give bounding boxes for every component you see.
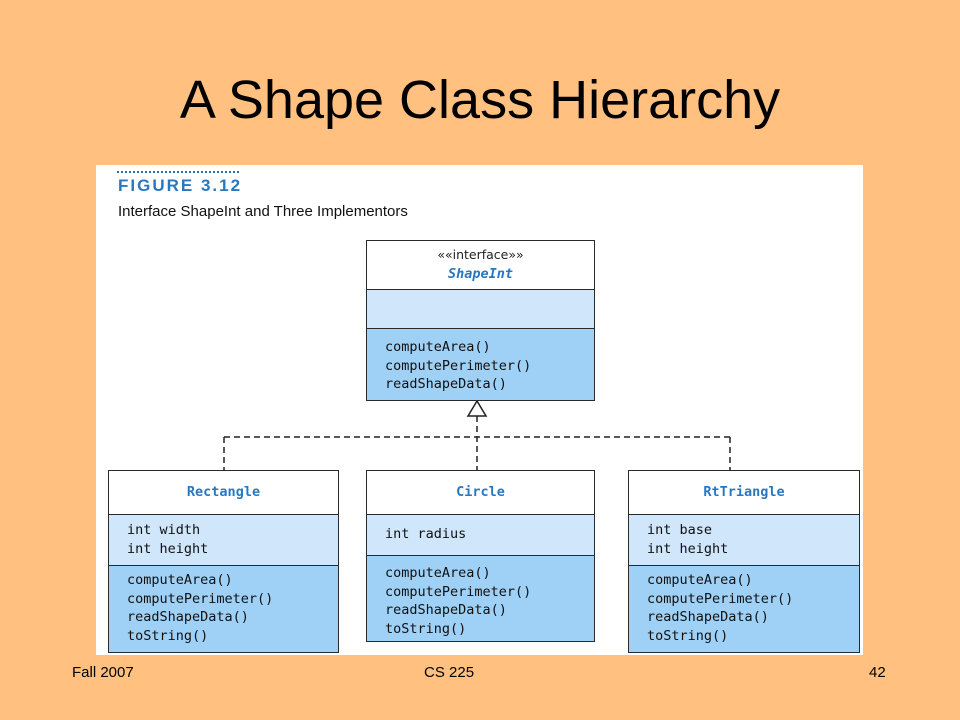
class-header: Circle: [367, 471, 594, 514]
interface-stereotype: ««interface»»: [437, 247, 524, 262]
class-box-rectangle: Rectangle int width int height computeAr…: [108, 470, 339, 653]
class-name: RtTriangle: [703, 484, 785, 500]
class-attributes: int width int height: [109, 514, 338, 565]
class-name: Circle: [456, 484, 505, 500]
interface-box-shapeint: ««interface»» ShapeInt computeArea() com…: [366, 240, 595, 401]
class-method: readShapeData(): [385, 602, 507, 618]
footer-center: CS 225: [424, 664, 475, 681]
class-attribute: int height: [647, 540, 729, 557]
class-method: computePerimeter(): [647, 590, 794, 607]
class-method: computeArea(): [647, 572, 753, 588]
class-method: toString(): [385, 620, 467, 637]
figure-rule: [117, 171, 239, 173]
uml-figure: FIGURE 3.12 Interface ShapeInt and Three…: [96, 165, 863, 655]
class-method: toString(): [647, 627, 729, 644]
class-method: computePerimeter(): [127, 590, 274, 607]
class-attributes: int base int height: [629, 514, 859, 565]
footer-left: Fall 2007: [72, 664, 134, 681]
class-attributes: int radius: [367, 514, 594, 555]
figure-number: FIGURE 3.12: [118, 176, 243, 195]
interface-header: ««interface»» ShapeInt: [367, 241, 594, 289]
class-attribute: int width: [127, 522, 201, 538]
class-methods: computeArea() computePerimeter() readSha…: [629, 565, 859, 652]
class-method: computeArea(): [385, 565, 491, 581]
realization-arrowhead: [466, 399, 488, 417]
class-attribute: int base: [647, 522, 713, 538]
interface-methods: computeArea() computePerimeter() readSha…: [367, 328, 594, 400]
realization-connectors: [223, 399, 731, 470]
class-methods: computeArea() computePerimeter() readSha…: [367, 555, 594, 641]
footer-page-number: 42: [869, 664, 886, 681]
figure-caption: Interface ShapeInt and Three Implementor…: [118, 203, 408, 220]
slide-title: A Shape Class Hierarchy: [179, 70, 781, 130]
class-attribute: int height: [127, 540, 209, 557]
interface-method: computePerimeter(): [385, 357, 532, 374]
interface-name: ShapeInt: [447, 265, 514, 282]
class-box-circle: Circle int radius computeArea() computeP…: [366, 470, 595, 642]
interface-method: readShapeData(): [385, 376, 507, 392]
interface-method: computeArea(): [385, 339, 491, 355]
class-name: Rectangle: [186, 484, 261, 500]
class-attribute: int radius: [385, 526, 467, 542]
class-method: toString(): [127, 627, 209, 644]
class-method: readShapeData(): [647, 609, 769, 625]
class-box-rttriangle: RtTriangle int base int height computeAr…: [628, 470, 860, 653]
class-header: RtTriangle: [629, 471, 859, 514]
class-header: Rectangle: [109, 471, 338, 514]
class-method: computePerimeter(): [385, 583, 532, 600]
class-method: computeArea(): [127, 572, 233, 588]
class-method: readShapeData(): [127, 609, 249, 625]
interface-attributes: [367, 289, 594, 328]
class-methods: computeArea() computePerimeter() readSha…: [109, 565, 338, 652]
